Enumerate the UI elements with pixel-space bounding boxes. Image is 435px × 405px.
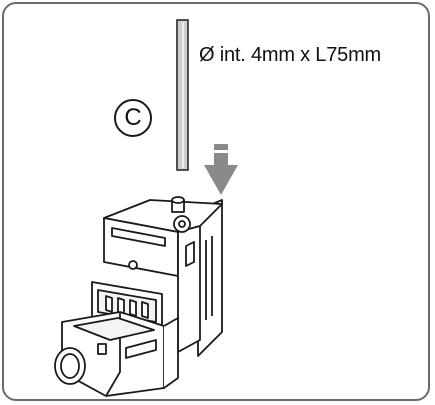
tube-dimension-label: Ø int. 4mm x L75mm (199, 44, 381, 66)
part-callout-circle: C (114, 99, 152, 137)
pump-unit (54, 196, 223, 397)
insert-arrow-icon (204, 144, 238, 195)
tube (176, 19, 189, 171)
part-callout-letter: C (124, 104, 142, 131)
